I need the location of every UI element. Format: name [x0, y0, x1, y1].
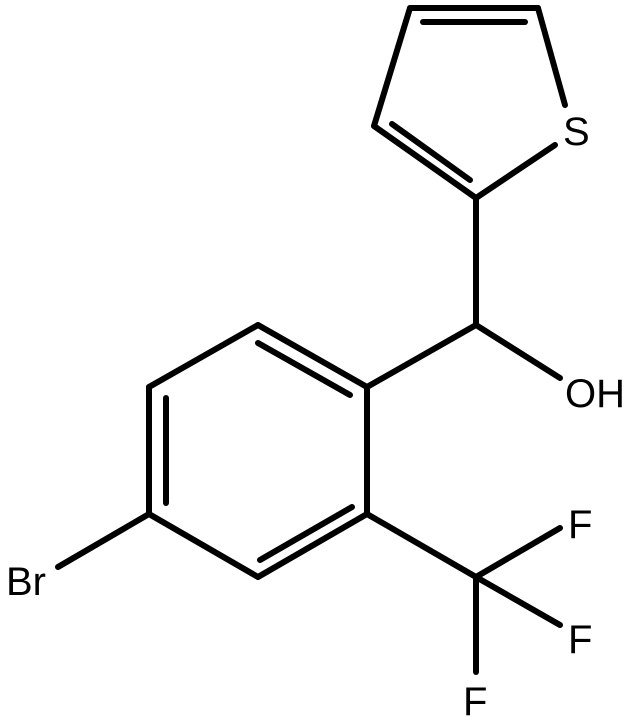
bromine-atom-label: Br: [6, 560, 46, 604]
bond-s-c2: [473, 142, 558, 201]
bond-c2-c1-inner: [389, 121, 473, 183]
bond-c1-c3: [371, 5, 413, 129]
bond-b1-b2-inner: [255, 340, 353, 398]
bond-cf3-f-top: [473, 525, 563, 580]
bond-c2-c1: [371, 123, 479, 201]
bond-cf3-f-right: [473, 574, 563, 628]
bond-b5-b6: [255, 511, 370, 580]
benzene-ring: [146, 322, 370, 580]
fluorine-top-label: F: [568, 503, 592, 547]
bond-b2-b3: [146, 322, 261, 390]
bond-c4-c5: [535, 5, 568, 108]
bond-carbinol-benzene: [364, 322, 479, 390]
bond-benzene-br: [55, 511, 152, 570]
bond-b1-b2: [255, 322, 370, 390]
bond-b5-b6-inner: [257, 504, 355, 563]
bond-benzene-cf3: [364, 511, 479, 580]
thiophene-ring: [371, 5, 568, 201]
hydroxyl-label: OH: [565, 372, 625, 416]
fluorine-bottom-label: F: [463, 680, 487, 724]
bond-b4-b5: [146, 511, 261, 580]
fluorine-right-label: F: [568, 618, 592, 662]
sulfur-atom-label: S: [563, 110, 590, 154]
bond-carbinol-oh: [473, 322, 563, 381]
